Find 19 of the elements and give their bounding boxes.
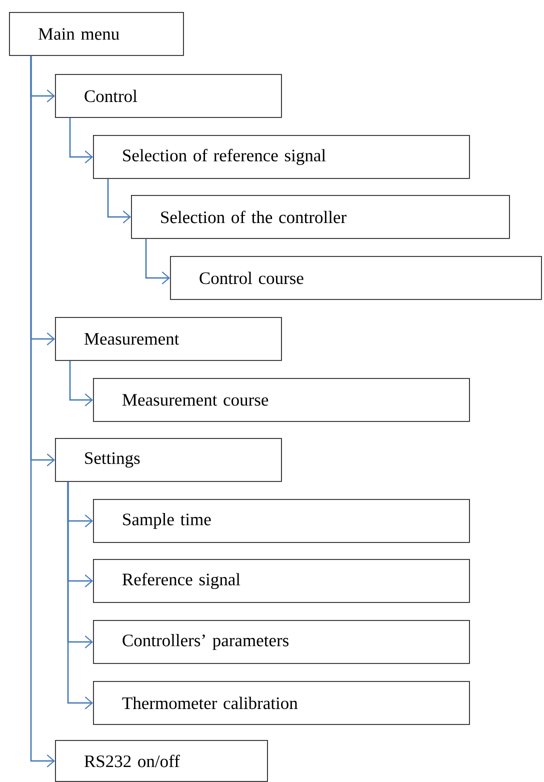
connector-arrow [69, 118, 93, 164]
menu-box: Settings [55, 438, 282, 482]
menu-box: Measurement [55, 317, 282, 361]
menu-box: Control course [170, 256, 542, 300]
connector-arrow [69, 360, 93, 406]
menu-box: RS232 on/off [55, 740, 268, 782]
menu-box: Sample time [93, 499, 470, 543]
menu-box: Control [55, 74, 282, 118]
menu-box: Measurement course [93, 378, 470, 422]
menu-box: Reference signal [93, 559, 470, 603]
menu-box: Thermometer calibration [93, 681, 470, 725]
menu-box: Main menu [9, 12, 184, 56]
menu-box: Selection of the controller [131, 195, 510, 239]
connector-arrow [107, 178, 131, 224]
connector-arrow [145, 238, 170, 284]
connector-arrow [30, 56, 55, 768]
menu-box: Controllers’ parameters [93, 620, 470, 664]
connector-arrow [67, 482, 93, 710]
menu-box: Selection of reference signal [93, 135, 470, 179]
